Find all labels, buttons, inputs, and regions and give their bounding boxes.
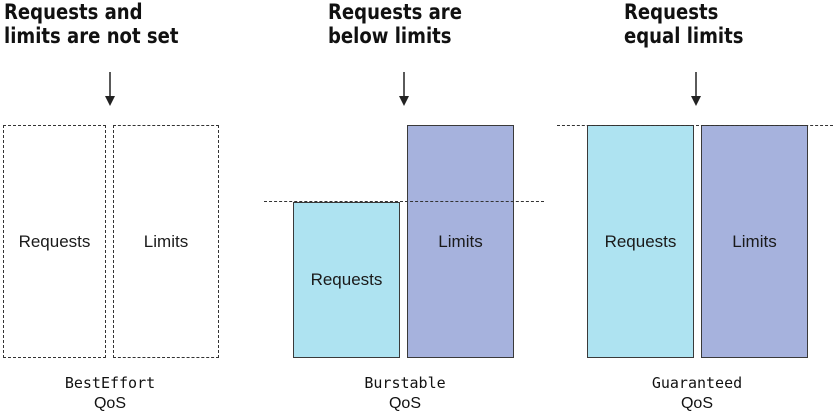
guaranteed-class-name: Guaranteed bbox=[651, 374, 743, 392]
besteffort-limits-box: Limits bbox=[113, 125, 219, 358]
guaranteed-requests-label: Requests bbox=[604, 231, 677, 251]
burstable-heading: Requests are below limits bbox=[328, 0, 462, 48]
guaranteed-level-line bbox=[557, 125, 833, 126]
burstable-limits-label: Limits bbox=[438, 231, 483, 251]
besteffort-class-name: BestEffort bbox=[64, 374, 156, 392]
guaranteed-heading: Requests equal limits bbox=[624, 0, 743, 48]
guaranteed-limits-box: Limits bbox=[701, 125, 808, 358]
besteffort-qos-label: QoS bbox=[93, 395, 126, 412]
burstable-class-name: Burstable bbox=[364, 374, 446, 392]
burstable-heading-line2: below limits bbox=[328, 24, 452, 48]
burstable-arrow-icon bbox=[399, 72, 409, 106]
burstable-caption: Burstable QoS bbox=[305, 372, 505, 414]
guaranteed-heading-line2: equal limits bbox=[624, 24, 744, 48]
guaranteed-caption: Guaranteed QoS bbox=[597, 372, 797, 414]
besteffort-heading: Requests and limits are not set bbox=[4, 0, 179, 48]
burstable-requests-box: Requests bbox=[293, 202, 400, 358]
burstable-heading-line1: Requests are bbox=[328, 0, 462, 24]
guaranteed-arrow-icon bbox=[691, 72, 701, 106]
guaranteed-qos-label: QoS bbox=[680, 395, 713, 412]
besteffort-heading-line2: limits are not set bbox=[4, 24, 179, 48]
besteffort-requests-label: Requests bbox=[18, 231, 91, 251]
besteffort-arrow-icon bbox=[105, 72, 115, 106]
burstable-requests-level-line bbox=[264, 201, 544, 202]
guaranteed-limits-label: Limits bbox=[732, 231, 777, 251]
guaranteed-heading-line1: Requests bbox=[624, 0, 719, 24]
besteffort-requests-box: Requests bbox=[3, 125, 106, 358]
burstable-limits-box: Limits bbox=[407, 125, 514, 358]
burstable-qos-label: QoS bbox=[388, 395, 421, 412]
guaranteed-requests-box: Requests bbox=[587, 125, 694, 358]
burstable-requests-label: Requests bbox=[310, 270, 383, 289]
besteffort-limits-label: Limits bbox=[143, 231, 189, 251]
besteffort-heading-line1: Requests and bbox=[4, 0, 143, 24]
besteffort-caption: BestEffort QoS bbox=[10, 372, 210, 414]
